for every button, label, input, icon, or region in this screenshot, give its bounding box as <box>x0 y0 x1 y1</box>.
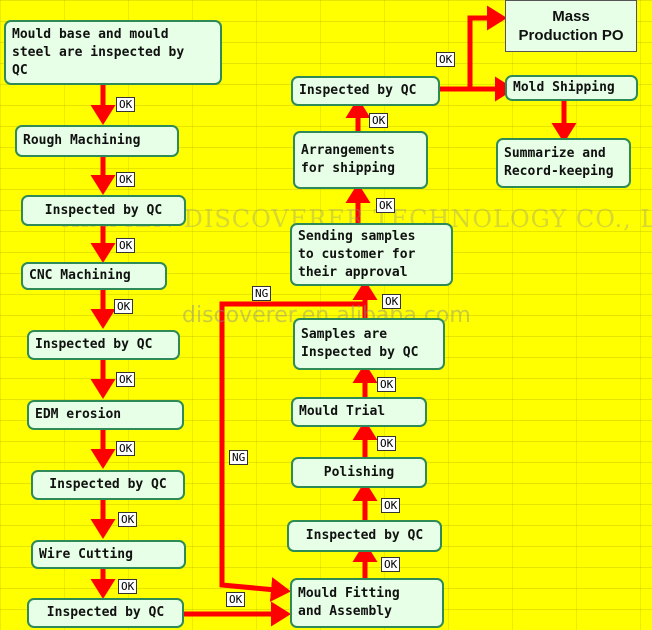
step-polishing: Polishing <box>291 457 427 488</box>
ok-label: OK <box>369 113 389 128</box>
ok-label: OK <box>116 441 136 456</box>
ok-label: OK <box>381 498 401 513</box>
ok-label: OK <box>376 198 396 213</box>
step-rough-machining: Rough Machining <box>15 125 179 157</box>
step-inspected-qc-4: Inspected by QC <box>27 598 184 628</box>
step-inspected-qc-6: Inspected by QC <box>291 76 440 106</box>
step-wire-cutting: Wire Cutting <box>31 540 186 569</box>
step-mold-shipping: Mold Shipping <box>505 75 638 101</box>
step-mould-base-inspection: Mould base and mould steel are inspected… <box>4 20 222 85</box>
step-mould-fitting-assembly: Mould Fitting and Assembly <box>290 578 444 628</box>
step-samples-inspected: Samples are Inspected by QC <box>293 318 445 370</box>
step-sending-samples: Sending samples to customer for their ap… <box>290 223 453 286</box>
step-inspected-qc-2: Inspected by QC <box>27 330 180 360</box>
ok-label: OK <box>382 294 402 309</box>
step-inspected-qc-3: Inspected by QC <box>31 470 185 500</box>
step-mould-trial: Mould Trial <box>291 397 427 427</box>
ok-label: OK <box>381 557 401 572</box>
step-arrangements-shipping: Arrangements for shipping <box>293 131 428 189</box>
step-edm-erosion: EDM erosion <box>27 400 184 430</box>
ng-loop-arrow <box>219 301 365 602</box>
arrow-to-mass-production <box>467 5 507 89</box>
ok-label: OK <box>436 52 456 67</box>
step-summarize-record: Summarize and Record-keeping <box>496 138 631 188</box>
ok-label: OK <box>116 172 136 187</box>
ok-label: OK <box>116 238 136 253</box>
step-inspected-qc-5: Inspected by QC <box>287 520 442 552</box>
ok-label: OK <box>114 299 134 314</box>
ok-label: OK <box>226 592 246 607</box>
ok-label: OK <box>116 97 136 112</box>
ok-label: OK <box>377 377 397 392</box>
ok-label: OK <box>118 512 138 527</box>
ok-label: OK <box>377 436 397 451</box>
mass-production-po: Mass Production PO <box>505 0 637 52</box>
step-inspected-qc-1: Inspected by QC <box>21 195 186 226</box>
ok-label: OK <box>116 372 136 387</box>
ok-label: OK <box>118 579 138 594</box>
ng-label: NG <box>229 450 249 465</box>
step-cnc-machining: CNC Machining <box>21 262 167 290</box>
ng-label: NG <box>252 286 272 301</box>
